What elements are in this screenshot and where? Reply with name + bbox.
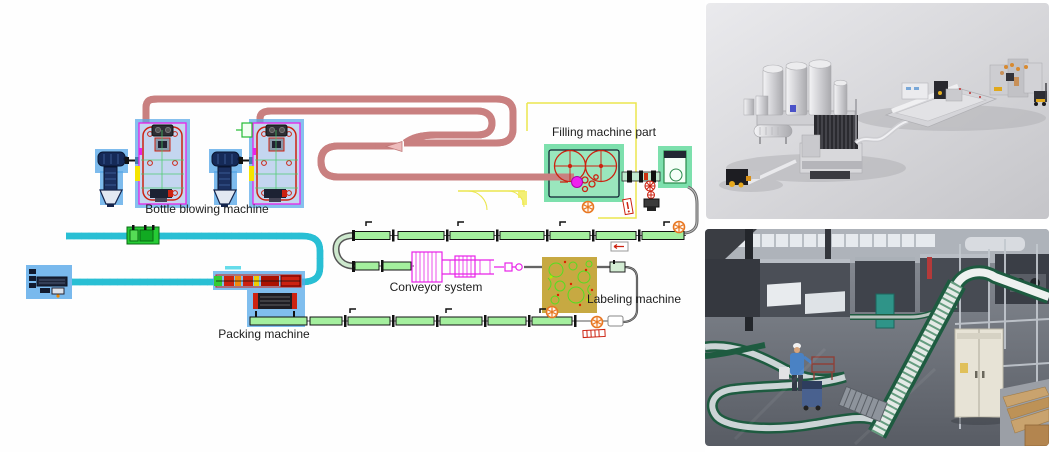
cardboard-stack	[1000, 379, 1049, 446]
infeed-arm	[726, 157, 798, 188]
yellow-wheel	[729, 181, 735, 187]
label-labeling-machine: Labeling machine	[587, 292, 681, 306]
screen-panel	[767, 282, 801, 307]
red-sign	[927, 257, 932, 279]
control-cabinet	[951, 328, 1007, 425]
green-conveyor-mid-row	[354, 260, 414, 272]
flow-merge-arrow	[384, 140, 403, 153]
packing-machine	[213, 271, 308, 327]
worker	[790, 343, 813, 391]
filling-rotary-wheels	[553, 149, 618, 193]
production-line-3d-render-photo	[706, 3, 1049, 219]
mixer-unit	[753, 124, 793, 144]
cyan-conveyor	[66, 232, 324, 286]
diagram-background	[0, 0, 705, 452]
label-bottle-blowing-machine: Bottle blowing machine	[145, 202, 269, 216]
forklift-3d	[1034, 83, 1047, 106]
inline-green-machine	[126, 225, 160, 245]
storage-tanks	[743, 59, 856, 126]
room-outline	[458, 102, 637, 219]
filling-outfeed-conveyor	[621, 170, 661, 183]
alert-tag	[622, 197, 634, 216]
screen-panel-2	[805, 291, 845, 315]
conveyor-system-machine	[411, 251, 523, 283]
labeling-machine-box	[542, 257, 597, 313]
inspection-grate	[582, 328, 606, 339]
labeling-line	[524, 265, 639, 324]
blow-molder-3d	[799, 99, 863, 179]
filler-star-wheel	[571, 176, 583, 188]
cap-feeder-detail	[643, 180, 660, 211]
cart-frame	[811, 356, 835, 380]
inline-checker	[609, 260, 626, 273]
green-conveyor-bottom-row	[305, 308, 624, 327]
label-filling-machine-part: Filling machine part	[552, 125, 657, 139]
bottle-belt	[868, 265, 1049, 439]
warning-label	[960, 363, 968, 373]
filler-platform-3d	[884, 81, 998, 128]
roller-platform	[838, 385, 888, 423]
label-packing-machine: Packing machine	[218, 327, 310, 341]
transfer-tube	[854, 118, 909, 146]
blue-valve	[790, 105, 796, 112]
label-conveyor-system: Conveyor system	[390, 280, 483, 294]
air-conveyor	[142, 95, 574, 181]
portable-machine	[802, 381, 822, 411]
flow-tag	[610, 241, 629, 252]
palletizer-3d	[989, 58, 1043, 98]
wrapped-pallets	[965, 237, 1025, 251]
transfer-bend	[683, 185, 699, 235]
bottling-factory-floor-photo	[705, 229, 1049, 446]
shrink-wrapper-machine	[26, 265, 72, 299]
conveyor-u-turn	[332, 230, 355, 272]
capper-machine-box	[658, 146, 692, 188]
teal-cabinet	[875, 293, 895, 329]
preform-feeder-detail	[236, 122, 253, 138]
floor-highlights	[733, 347, 937, 446]
white-bin	[779, 367, 789, 379]
plant-layout-diagram: Bottle blowing machine Filling machine p…	[0, 0, 705, 452]
green-conveyor-top-row	[353, 221, 686, 242]
